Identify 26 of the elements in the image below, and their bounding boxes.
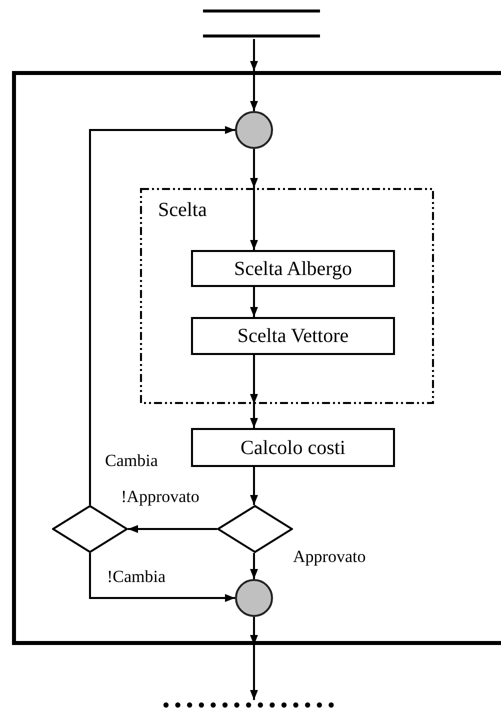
arrow (250, 404, 258, 428)
arrow (250, 287, 258, 317)
arrow (250, 645, 258, 700)
decision-diamond (52, 505, 128, 553)
edge-label: !Approvato (120, 488, 200, 505)
process-box: Calcolo costi (191, 428, 395, 467)
dotted-line (163, 700, 335, 710)
arrow (89, 553, 235, 602)
edge-label: Approvato (292, 548, 367, 565)
decision-diamond (217, 505, 293, 553)
edge-label: !Cambia (106, 568, 167, 585)
group-label: Scelta (158, 200, 207, 220)
arrow (89, 126, 235, 505)
process-box: Scelta Vettore (191, 317, 395, 355)
edge-label: Cambia (104, 452, 159, 469)
process-box: Scelta Albergo (191, 250, 395, 287)
double-bar (203, 8, 320, 39)
arrow (128, 525, 217, 533)
arrow (250, 467, 258, 505)
arrow (250, 553, 258, 579)
arrow (250, 149, 258, 188)
arrow (250, 188, 258, 250)
group-frame (140, 188, 434, 404)
arrow (250, 39, 258, 71)
boundary-frame (12, 71, 501, 645)
arrow (250, 355, 258, 404)
